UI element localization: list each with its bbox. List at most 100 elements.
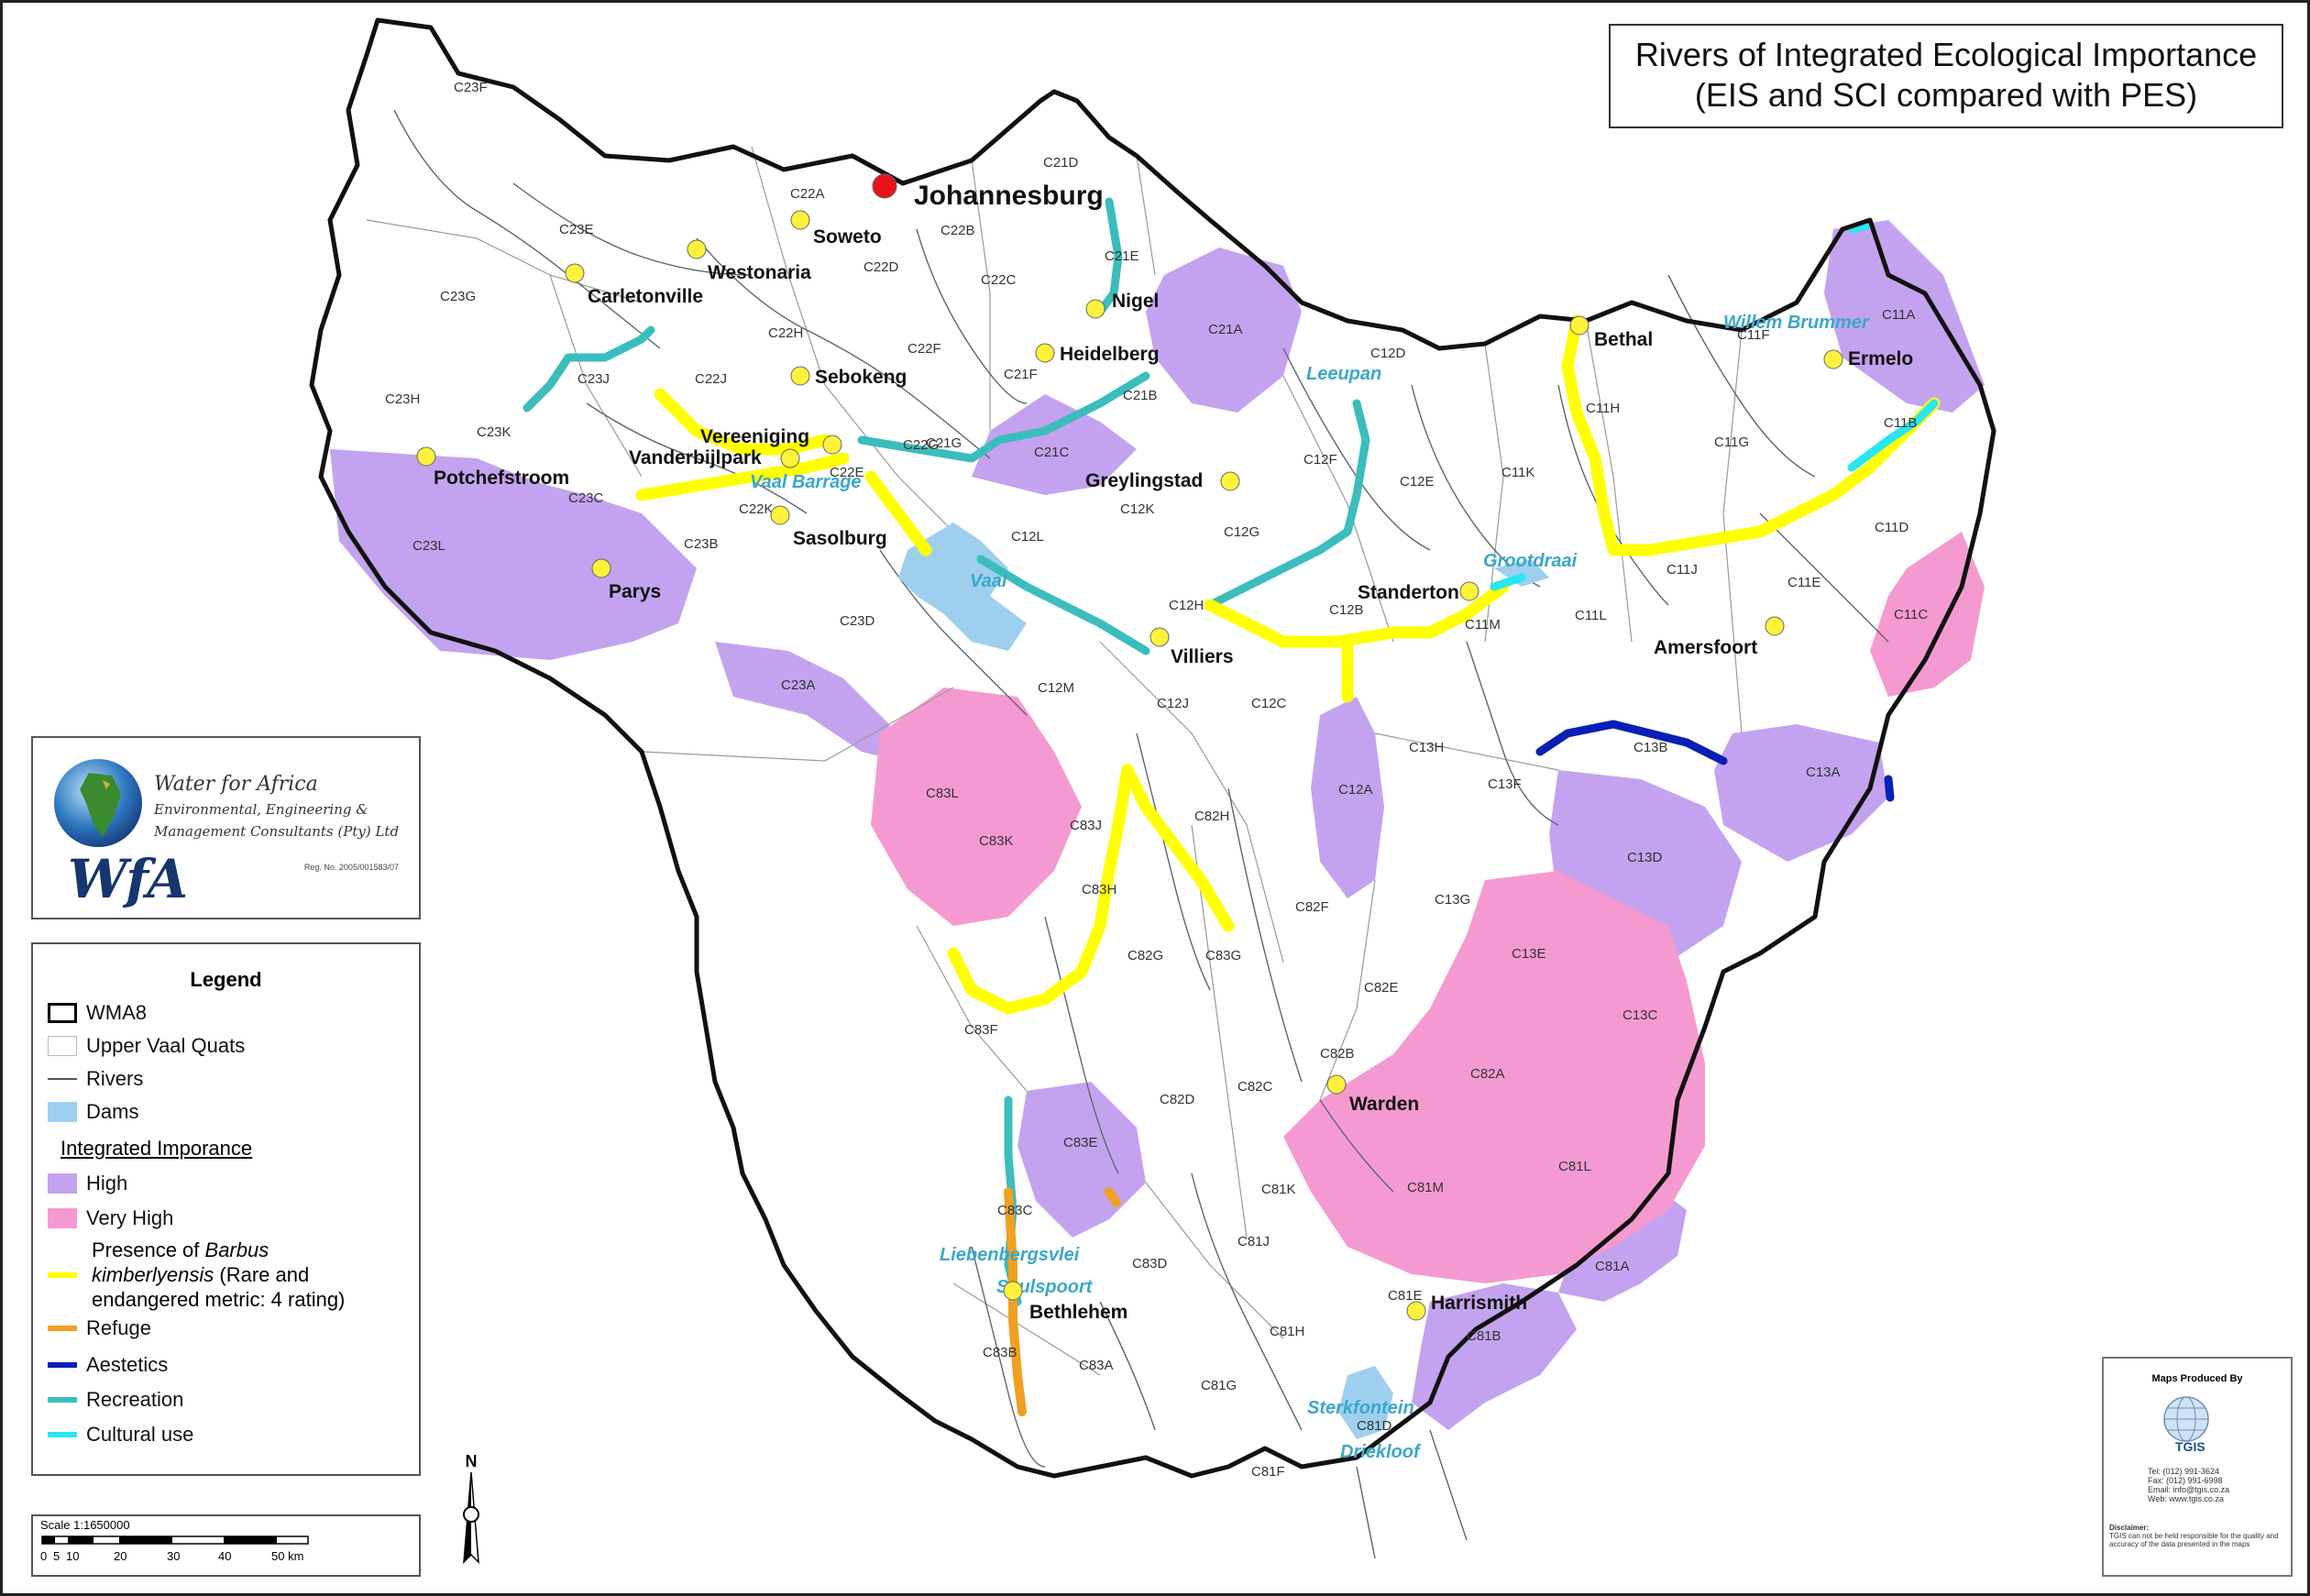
area-c13e (1283, 871, 1705, 1283)
very-high-importance-areas (871, 532, 1985, 1283)
wfa-logo-box: Water for Africa Environmental, Engineer… (31, 736, 421, 919)
place-label-westonaria: Westonaria (708, 262, 811, 283)
place-label-vereeniging: Vereeniging (700, 426, 809, 447)
quat-label-c83h: C83H (1082, 882, 1116, 897)
quat-label-c22b: C22B (940, 223, 975, 238)
quat-label-c22k: C22K (739, 501, 774, 517)
quat-label-c81e: C81E (1388, 1288, 1423, 1304)
barbus-line-2: (Rare and (214, 1263, 310, 1286)
quat-label-c81a: C81A (1595, 1259, 1630, 1274)
place-marker-villiers (1150, 627, 1170, 647)
quat-label-c81m: C81M (1407, 1180, 1444, 1195)
area-c23a (715, 642, 898, 761)
place-label-nigel: Nigel (1112, 291, 1159, 312)
place-marker-ermelo (1823, 349, 1843, 369)
legend-label-recreation: Recreation (86, 1388, 184, 1411)
quat-label-c23g: C23G (440, 289, 476, 304)
barbus-line-3: endangered metric: 4 rating) (92, 1288, 346, 1311)
place-label-sasolburg: Sasolburg (793, 528, 887, 549)
quat-label-c21b: C21B (1123, 388, 1158, 403)
legend-label-refuge: Refuge (86, 1316, 151, 1339)
quat-label-c11l: C11L (1575, 608, 1607, 623)
quat-label-c21e: C21E (1105, 248, 1139, 264)
quat-label-c82d: C82D (1160, 1092, 1195, 1107)
dam-label-liebenbergsvlei: Liebenbergsvlei (940, 1245, 1080, 1265)
quat-label-c12l: C12L (1011, 529, 1044, 545)
map-title-box: Rivers of Integrated Ecological Importan… (1609, 24, 2283, 128)
refuge-swatch (48, 1326, 77, 1331)
area-c21c (972, 394, 1137, 495)
quat-label-c22d: C22D (864, 259, 899, 275)
quat-label-c13b: C13B (1634, 740, 1668, 755)
legend-label-wma8: WMA8 (86, 1001, 147, 1024)
scale-label: Scale 1:1650000 (40, 1518, 130, 1532)
quat-label-c82e: C82E (1364, 980, 1399, 996)
place-marker-sasolburg (770, 505, 790, 525)
tgis-globe-icon (2163, 1396, 2209, 1442)
quat-label-c23b: C23B (684, 536, 719, 552)
place-marker-bethlehem (1003, 1281, 1023, 1301)
quat-label-c23l: C23L (412, 538, 446, 554)
producer-disclaimer: Disclaimer: TGIS can not be held respons… (2109, 1524, 2283, 1548)
vaal-dam-shape (898, 523, 1027, 651)
legend-item-dams: Dams (48, 1100, 138, 1124)
place-label-potchefstroom: Potchefstroom (434, 468, 569, 489)
north-label: N (466, 1452, 478, 1470)
area-c21a (1146, 248, 1302, 413)
place-marker-heidelberg (1035, 343, 1055, 363)
quat-label-c23a: C23A (781, 677, 816, 693)
quat-label-c83e: C83E (1063, 1135, 1098, 1150)
quat-label-c82c: C82C (1238, 1079, 1273, 1095)
map-title-line-1: Rivers of Integrated Ecological Importan… (1634, 36, 2258, 73)
quat-label-c82h: C82H (1194, 809, 1229, 824)
quat-label-c11j: C11J (1666, 562, 1698, 578)
dam-label-willem-brummer: Willem Brummer (1723, 313, 1870, 333)
area-c11c (1870, 532, 1985, 697)
refuge-rivers (1004, 1187, 1121, 1416)
dam-label-sterkfontein: Sterkfontein (1307, 1398, 1414, 1418)
quat-label-c82a: C82A (1470, 1066, 1505, 1082)
barbus-species: kimberlyensis (92, 1263, 214, 1286)
legend-item-refuge: Refuge (48, 1316, 151, 1340)
place-label-amersfoort: Amersfoort (1654, 637, 1757, 658)
place-marker-amersfoort (1765, 616, 1785, 636)
quat-label-c12k: C12K (1120, 501, 1155, 517)
quat-label-c21f: C21F (1004, 367, 1038, 382)
quat-label-c81l: C81L (1558, 1159, 1591, 1174)
place-marker-harrismith (1406, 1301, 1426, 1321)
dam-label-vaal-barrage: Vaal Barrage (750, 472, 862, 492)
grootdraai-dam-shape (1494, 559, 1549, 587)
legend-label-quats: Upper Vaal Quats (86, 1034, 246, 1057)
recreation-swatch (48, 1397, 77, 1403)
place-label-soweto: Soweto (813, 226, 882, 248)
scale-tick-10: 10 (66, 1549, 79, 1563)
producer-heading: Maps Produced By (2151, 1373, 2243, 1384)
quat-label-c21g: C21G (926, 435, 962, 451)
quat-label-c11e: C11E (1788, 575, 1820, 590)
logo-mark: WfA (68, 848, 188, 910)
place-label-heidelberg: Heidelberg (1060, 344, 1160, 365)
place-label-carletonville: Carletonville (588, 286, 703, 307)
dams-layer (898, 523, 1549, 1439)
quat-label-c81d: C81D (1357, 1418, 1392, 1434)
scale-tick-40: 40 (218, 1549, 231, 1563)
quat-label-c12m: C12M (1038, 680, 1074, 696)
cultural-swatch (48, 1432, 77, 1437)
quat-label-c13g: C13G (1435, 892, 1470, 908)
place-marker-sebokeng (790, 366, 810, 386)
quat-label-c81j: C81J (1238, 1234, 1270, 1249)
north-arrow-icon: N (463, 1452, 479, 1564)
legend-subtitle: Integrated Imporance (60, 1137, 253, 1160)
place-label-johannesburg: Johannesburg (914, 181, 1104, 211)
legend-label-very-high: Very High (86, 1206, 174, 1229)
place-label-standerton: Standerton (1358, 582, 1459, 603)
quat-label-c22j: C22J (695, 371, 727, 387)
place-label-vanderbijlpark: Vanderbijlpark (629, 447, 762, 468)
quat-label-c83f: C83F (964, 1022, 998, 1038)
quats-swatch (48, 1036, 77, 1056)
quat-label-c13f: C13F (1488, 776, 1522, 792)
producer-name: TGIS (2175, 1439, 2206, 1454)
logo-line-3: Management Consultants (Pty) Ltd (154, 823, 400, 840)
area-c83l (871, 688, 1082, 926)
place-marker-johannesburg (872, 173, 897, 199)
